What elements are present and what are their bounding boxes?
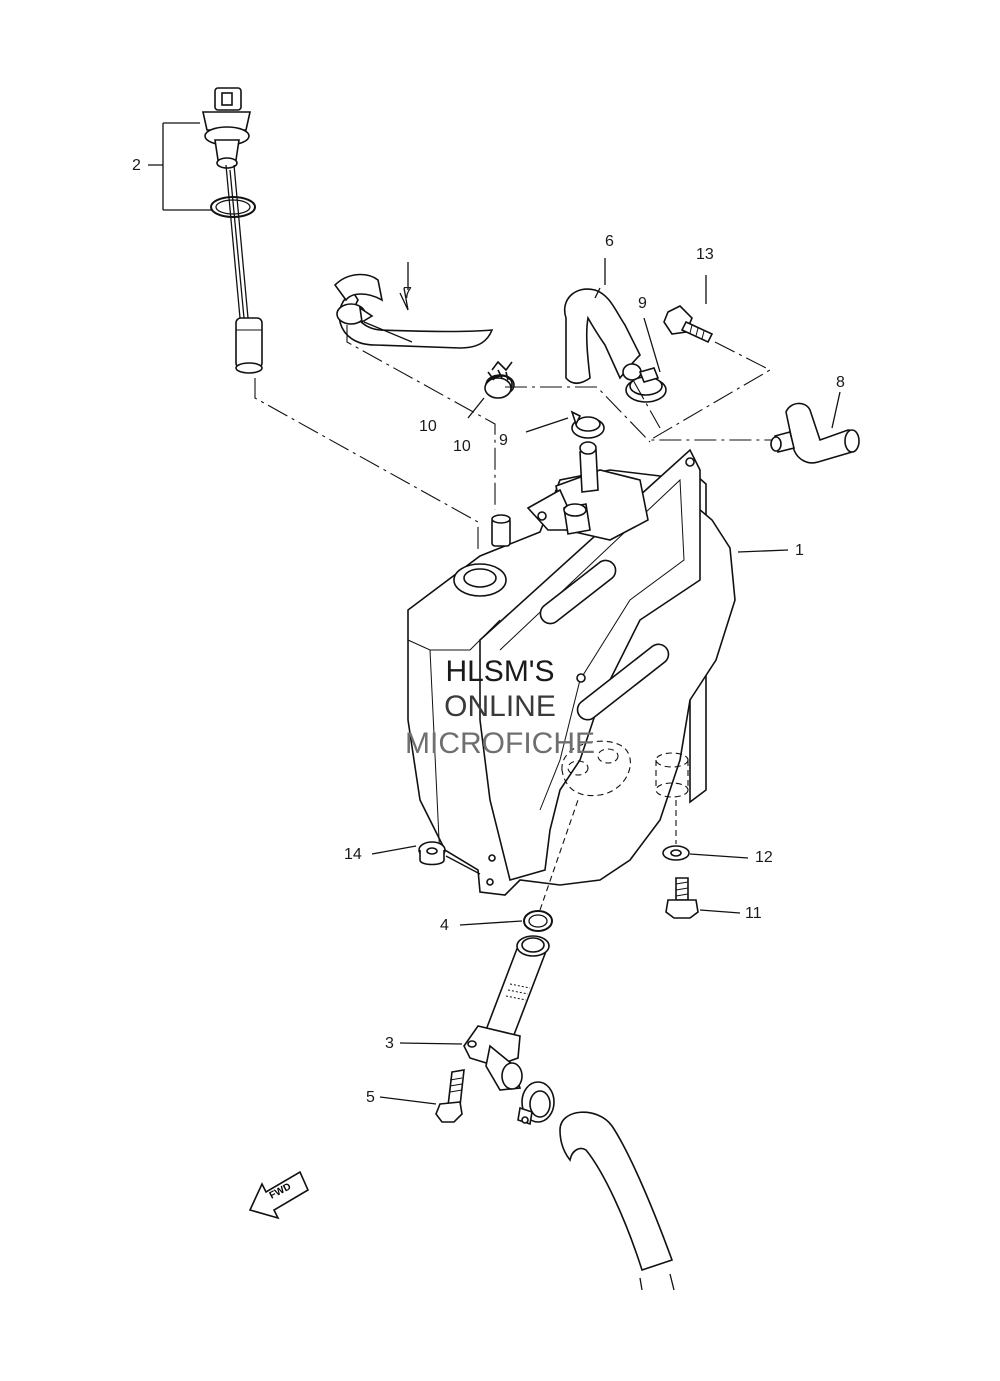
watermark-line-2: ONLINE [444,690,556,723]
clamp-part-9-upper [625,317,667,403]
callout-5: 5 [366,1089,375,1106]
grommet-part-14 [371,841,481,875]
hose-part-6 [563,258,642,385]
callout-9-lower: 9 [499,432,508,449]
bolt-part-11 [665,877,741,919]
callout-13: 13 [696,246,714,263]
watermark-line-3: MICROFICHE [405,727,595,760]
washer-part-12 [662,800,749,861]
lower-hose-clamp [517,1081,555,1126]
callout-9-upper: 9 [638,295,647,312]
fwd-arrow-icon [248,1170,310,1220]
bolt-part-13 [663,275,714,344]
clamp-part-9-lower [525,410,605,439]
callout-2: 2 [132,157,141,174]
bolt-part-5 [379,1069,465,1123]
o-ring-part-4 [459,910,553,932]
sensor-gauge-part-2 [148,87,263,374]
callout-10-left: 10 [419,418,437,435]
callout-1: 1 [795,542,804,559]
callout-14: 14 [344,846,362,863]
callout-3: 3 [385,1035,394,1052]
lower-hose [559,1111,675,1291]
watermark-line-1: HLSM'S [445,655,555,688]
callout-12: 12 [755,849,773,866]
hose-part-7 [333,262,513,395]
callout-4: 4 [440,917,449,934]
strainer-pipe-part-3 [399,935,550,1091]
callout-11: 11 [745,905,762,922]
callout-10-right: 10 [453,438,471,455]
callout-8: 8 [836,374,845,391]
callout-7: 7 [403,285,412,302]
oil-tank-part-1 [407,441,789,896]
elbow-fitting-part-8 [770,391,860,464]
callout-6: 6 [605,233,614,250]
clamp-part-10-right [484,369,512,399]
